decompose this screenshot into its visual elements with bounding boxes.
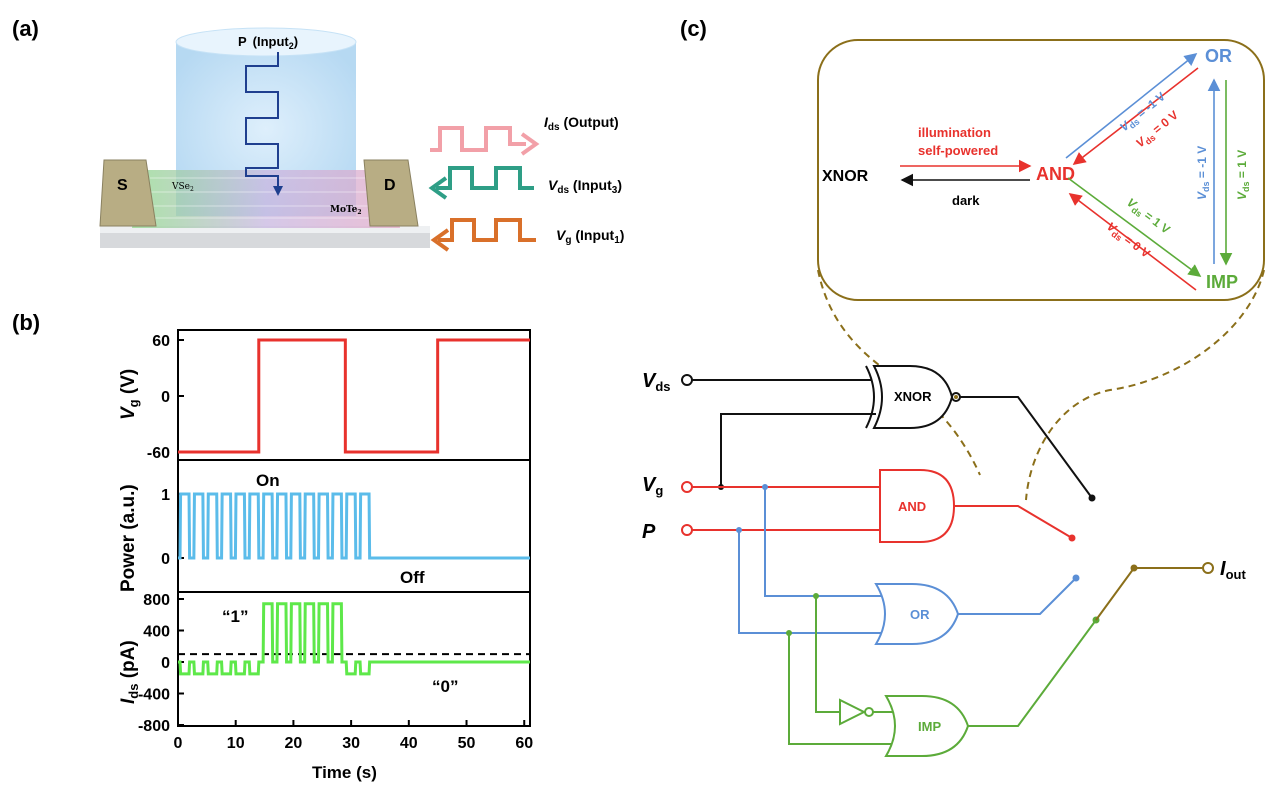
off-annotation: Off — [400, 568, 425, 587]
or-to-and-arrow — [1072, 67, 1199, 165]
p-terminal-label: P — [642, 521, 656, 543]
state-and: AND — [1036, 164, 1075, 184]
time-xtick-label: 40 — [400, 735, 418, 752]
dark-label: dark — [952, 193, 980, 208]
vds-input-wave — [436, 166, 534, 190]
source-label: S — [117, 177, 128, 194]
vg-terminal — [681, 481, 693, 493]
state-or: OR — [1205, 46, 1232, 66]
power-ytick-label: 1 — [161, 487, 170, 504]
or-gate-label: OR — [910, 607, 930, 622]
vg-ytick-label: 0 — [161, 389, 170, 406]
ids-series-line — [178, 602, 530, 676]
time-xtick-label: 60 — [515, 735, 533, 752]
drain-label: D — [384, 177, 396, 194]
vg-plot: 60 0 -60 — [147, 333, 530, 462]
signal-legend: Ids (Output) Vds (Input3) Vg (Input1) — [428, 114, 624, 252]
inset-callout-left — [817, 269, 981, 476]
vg-terminal-label: Vg — [642, 474, 663, 498]
drain-electrode — [363, 159, 419, 227]
time-xtick-label: 0 — [174, 735, 183, 752]
on-annotation: On — [256, 471, 280, 490]
device-schematic: S D VSe2 MoTe2 P(Input2) — [99, 27, 430, 248]
state-xnor: XNOR — [822, 168, 869, 185]
imp-gate-label: IMP — [918, 719, 941, 734]
iout-label: Iout — [1220, 558, 1246, 582]
ids-output-label: Ids (Output) — [544, 114, 619, 133]
p-input-label: P(Input2) — [238, 34, 298, 51]
power-axis-label: Power (a.u.) — [118, 484, 139, 592]
mote2-label: MoTe2 — [330, 205, 362, 216]
vds-terminal-label: Vds — [642, 370, 671, 394]
time-xtick-label: 10 — [227, 735, 245, 752]
logic-circuit: Vds Vg P XNOR AND OR — [642, 365, 1246, 757]
panel-label-b: (b) — [12, 310, 40, 335]
time-xtick-label: 50 — [458, 735, 476, 752]
ids-ytick-label: 0 — [161, 655, 170, 672]
ids-axis-label: Ids (pA) — [118, 640, 141, 704]
vg-input-wave — [438, 218, 536, 242]
vg-series-line — [178, 338, 530, 454]
vg-axis-label: Vg (V) — [118, 369, 141, 420]
vg-ytick-label: 60 — [152, 333, 170, 350]
panel-label-a: (a) — [12, 16, 39, 41]
power-series-line — [178, 492, 530, 560]
p-terminal — [681, 524, 693, 536]
ids-ytick-label: -800 — [138, 718, 170, 735]
light-wave-arrow — [245, 52, 279, 190]
output-switch — [1095, 567, 1202, 621]
iout-terminal — [1202, 562, 1214, 574]
or-gate — [874, 583, 960, 645]
vg-input-label: Vg (Input1) — [556, 227, 624, 246]
one-annotation: “1” — [222, 607, 248, 626]
power-plot: 10 — [161, 487, 530, 568]
vds-input-label: Vds (Input3) — [548, 177, 622, 196]
and-gate-label: AND — [898, 499, 926, 514]
or-imp-vds-label: Vds = 1 V — [1235, 150, 1251, 200]
xnor-gate — [872, 365, 954, 429]
power-ytick-label: 0 — [161, 551, 170, 568]
and-to-imp-arrow — [1067, 177, 1202, 277]
self-powered-label: self-powered — [918, 143, 998, 158]
vds-terminal — [681, 374, 693, 386]
time-xtick-label: 30 — [342, 735, 360, 752]
zero-annotation: “0” — [432, 677, 458, 696]
imp-or-vds-label: Vds = -1 V — [1195, 146, 1211, 200]
and-to-or-arrow — [1065, 53, 1198, 159]
substrate — [100, 232, 430, 248]
source-electrode — [99, 159, 157, 227]
imp-gate — [884, 695, 970, 757]
ids-output-wave — [430, 126, 526, 152]
heterostructure-flake — [132, 170, 400, 228]
xnor-gate-back — [865, 365, 875, 429]
vse2-label: VSe2 — [171, 182, 194, 193]
ids-plot-frame — [177, 591, 531, 727]
illumination-label: illumination — [918, 125, 991, 140]
vg-ytick-label: -60 — [147, 445, 170, 462]
ids-ytick-label: 400 — [143, 624, 170, 641]
not-gate — [839, 698, 867, 726]
time-axis-label: Time (s) — [312, 763, 377, 782]
vg-plot-frame — [177, 329, 531, 461]
ids-ytick-label: -400 — [138, 687, 170, 704]
xnor-gate-label: XNOR — [894, 389, 932, 404]
time-xtick-label: 20 — [285, 735, 303, 752]
imp-to-and-arrow — [1068, 193, 1197, 291]
state-diagram: XNOR AND OR IMP illumination self-powere… — [822, 46, 1251, 292]
beam-top — [175, 27, 357, 57]
ids-ytick-label: 800 — [143, 592, 170, 609]
panel-label-c: (c) — [680, 16, 707, 41]
inset-frame — [817, 39, 1265, 301]
inset-callout-right — [1025, 269, 1265, 501]
imp-and-vds-label: Vds = 0 V — [1103, 219, 1153, 262]
state-imp: IMP — [1206, 272, 1238, 292]
